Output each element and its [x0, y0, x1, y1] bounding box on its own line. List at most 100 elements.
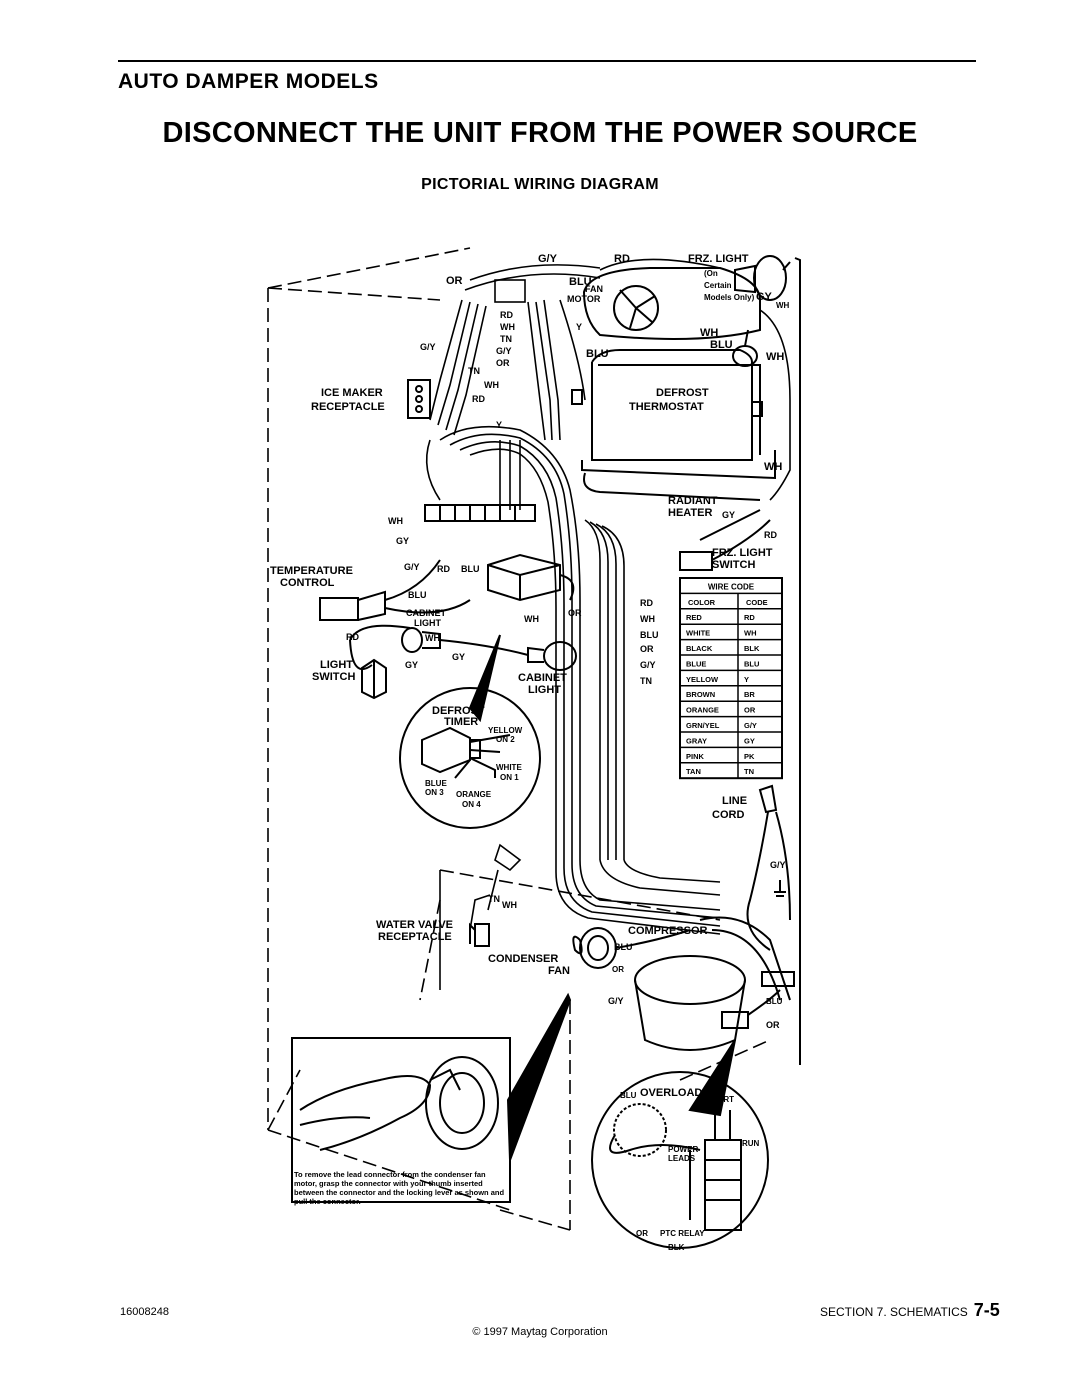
- warning-heading: DISCONNECT THE UNIT FROM THE POWER SOURC…: [162, 117, 918, 149]
- label-blu-comp: BLU: [614, 942, 633, 952]
- label-thermostat: THERMOSTAT: [629, 401, 704, 413]
- label-frz-light-switch: FRZ. LIGHT: [712, 547, 773, 559]
- wire-code-color: BLACK: [686, 644, 713, 653]
- label-gy-left2: GY: [396, 536, 409, 546]
- label-gy-cord: G/Y: [770, 860, 786, 870]
- label-gy-top: G/Y: [538, 253, 558, 265]
- label-models-only: Models Only): [704, 293, 755, 302]
- label-blu-temp: BLU: [461, 564, 480, 574]
- label-y-fan: Y: [576, 322, 582, 332]
- label-gy-left: G/Y: [420, 342, 436, 352]
- terminal-block: [424, 504, 536, 522]
- defrost-thermostat-box: [571, 349, 776, 501]
- wire-code-code: GY: [744, 736, 755, 745]
- label-radiant: RADIANT: [668, 495, 718, 507]
- label-or-comp: OR: [766, 1020, 780, 1030]
- wire-code-code: RD: [744, 613, 755, 622]
- wire-code-header-color: COLOR: [688, 598, 716, 607]
- wire-code-color: TAN: [686, 767, 701, 776]
- label-b-tn: TN: [640, 676, 652, 686]
- damper-control-block: [487, 553, 575, 602]
- label-gy-temp: G/Y: [404, 562, 420, 572]
- main-harness: [425, 425, 721, 935]
- label-blu-top: BLU: [569, 276, 592, 288]
- copyright: © 1997 Maytag Corporation: [472, 1326, 608, 1338]
- label-on3: ON 3: [425, 788, 444, 797]
- wire-code-code: G/Y: [744, 721, 757, 730]
- label-rd-top: RD: [614, 253, 630, 265]
- label-wh-bundle: WH: [524, 614, 539, 624]
- wire-code-color: BROWN: [686, 690, 715, 699]
- wire-code-header-code: CODE: [746, 598, 768, 607]
- label-condenser: CONDENSER: [488, 953, 558, 965]
- connector-pointer: [506, 992, 572, 1161]
- diagram-title: PICTORIAL WIRING DIAGRAM: [421, 176, 659, 193]
- label-y-mid: Y: [496, 420, 502, 430]
- label-motor: MOTOR: [567, 294, 601, 304]
- label-receptacle: RECEPTACLE: [311, 401, 385, 413]
- water-valve-receptacle-icon: [469, 922, 490, 947]
- label-wh-cab: WH: [425, 633, 440, 643]
- top-harness: [429, 258, 791, 501]
- part-number: 16008248: [120, 1306, 169, 1318]
- light-switch-icon: [361, 658, 387, 700]
- compressor-icon: [634, 916, 795, 1051]
- label-compressor: COMPRESSOR: [628, 925, 708, 937]
- wire-code-border: [679, 577, 783, 780]
- label-blu-overload: BLU: [620, 1091, 637, 1100]
- label-wh-fan: WH: [700, 327, 718, 339]
- label-defrost: DEFROST: [656, 387, 709, 399]
- label-start: START: [708, 1095, 734, 1104]
- wire-code-code: PK: [744, 752, 755, 761]
- label-water-valve: WATER VALVE: [376, 919, 453, 931]
- ice-maker-receptacle-icon: [407, 379, 431, 419]
- wire-code-code: BLU: [744, 659, 759, 668]
- header-rule: [118, 60, 976, 62]
- label-blk-ptc: BLK: [668, 1243, 685, 1252]
- label-cord: CORD: [712, 809, 744, 821]
- label-or-cond: OR: [612, 965, 624, 974]
- wire-code-title: WIRE CODE: [708, 582, 755, 591]
- condenser-fan-icon: [572, 927, 691, 969]
- thermostat-bulb-icon: [732, 329, 758, 367]
- label-gy-heater: GY: [722, 510, 735, 520]
- timer-pointer: [468, 634, 501, 723]
- label-water-receptacle: RECEPTACLE: [378, 931, 452, 943]
- label-cabinet-b1: CABINET: [518, 672, 567, 684]
- label-tn-arrow: TN: [500, 334, 512, 344]
- wire-code-code: Y: [744, 675, 749, 684]
- label-certain: Certain: [704, 281, 732, 290]
- label-wh-left: WH: [388, 516, 403, 526]
- connector-caption: To remove the lead connector from the co…: [294, 1170, 505, 1206]
- label-on2: ON 2: [496, 735, 515, 744]
- temperature-control-icon: [319, 559, 471, 621]
- wire-code-color: GRAY: [686, 736, 707, 745]
- label-on4: ON 4: [462, 800, 481, 809]
- label-blu-under: BLU: [408, 590, 427, 600]
- label-frz-light: FRZ. LIGHT: [688, 253, 749, 265]
- label-b-or: OR: [640, 644, 654, 654]
- section-label: SECTION 7. SCHEMATICS: [820, 1305, 968, 1319]
- section-title: AUTO DAMPER MODELS: [118, 70, 379, 93]
- label-rd-heater: RD: [764, 530, 777, 540]
- frz-light-switch-icon: [679, 509, 771, 571]
- label-gy-cab: GY: [452, 652, 465, 662]
- label-gy-mid: G/Y: [496, 346, 512, 356]
- label-b-blu: BLU: [640, 630, 659, 640]
- label-fan: FAN: [585, 284, 603, 294]
- label-cabinet-light: LIGHT: [414, 618, 441, 628]
- label-wh-arrow: WH: [500, 322, 515, 332]
- label-timer: TIMER: [444, 716, 478, 728]
- label-switch: SWITCH: [712, 559, 755, 571]
- label-or-bundle: OR: [568, 608, 582, 618]
- label-tn-mid: TN: [468, 366, 480, 376]
- label-cabinet: CABINET: [406, 608, 447, 618]
- wire-code-code: WH: [744, 629, 757, 638]
- label-power: POWER: [668, 1145, 698, 1154]
- label-control: CONTROL: [280, 577, 335, 589]
- label-wh-side: WH: [766, 351, 784, 363]
- wire-code-color: RED: [686, 613, 702, 622]
- label-overload: OVERLOAD: [640, 1087, 702, 1099]
- diagram-labels: G/Y RD FRZ. LIGHT (On Certain Models Onl…: [270, 253, 790, 1252]
